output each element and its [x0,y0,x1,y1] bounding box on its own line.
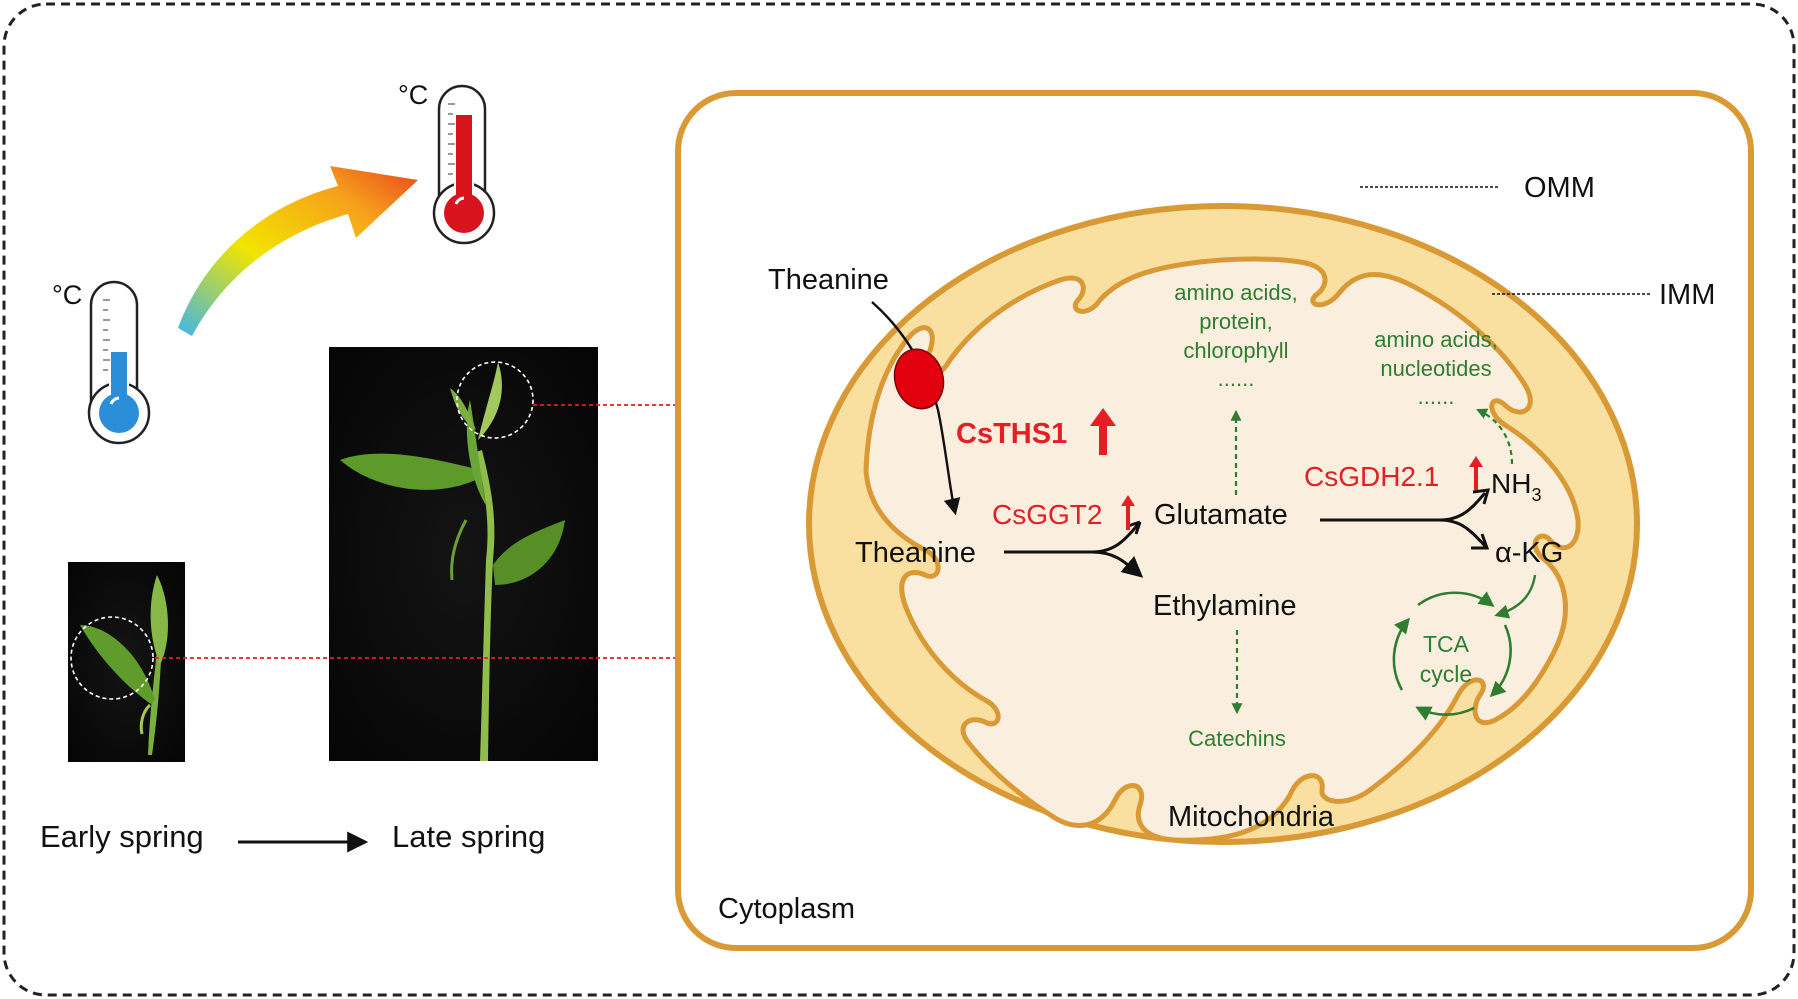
cs-gdh2-1-label: CsGDH2.1 [1304,461,1439,492]
cytoplasm-label: Cytoplasm [718,893,855,925]
nh3-subscript: 3 [1531,485,1541,505]
tca-cycle: TCA cycle [1392,591,1512,721]
cs-ths1-up-arrow [1090,408,1116,455]
akg-label: α-KG [1495,537,1563,569]
cs-ths1-transporter [893,348,945,410]
nh3-product-line: amino acids, [1374,327,1498,352]
akg-to-tca-arrow [1494,574,1537,619]
season-late-label: Late spring [392,819,545,854]
glu-product-line: protein, [1199,309,1272,334]
cs-gdh2-1-up-arrow [1469,456,1483,490]
cs-ggt2-up-arrow [1121,495,1135,530]
cs-ggt2-label: CsGGT2 [992,499,1102,530]
ggt-split-arrow [1004,521,1140,575]
nh3-product-line: ...... [1418,384,1455,409]
ethylamine-label: Ethylamine [1153,590,1296,622]
season-early-label: Early spring [40,819,204,854]
catechins-label: Catechins [1188,726,1286,751]
nh3-product-line: nucleotides [1380,356,1491,381]
tca-label-line1: TCA [1423,631,1470,657]
mitochondria-label: Mitochondria [1168,801,1335,833]
glutamate-label: Glutamate [1154,499,1288,531]
nh3-products: amino acids, nucleotides ...... [1374,327,1498,409]
thermometer-cold-icon [87,280,151,445]
glu-product-line: ...... [1218,366,1255,391]
mitochondrion-inner-membrane [863,256,1581,843]
glutamate-products: amino acids, protein, chlorophyll ...... [1174,280,1298,391]
theanine-outside-label: Theanine [768,264,889,296]
early-spring-shoot-image [68,562,185,762]
temp-unit-high: °C [398,80,428,110]
glu-product-line: chlorophyll [1183,338,1288,363]
warming-arrow [178,166,418,336]
left-panel: °C °C [40,80,676,854]
gdh-split-arrow [1320,492,1487,548]
nh3-label: NH3 [1491,468,1541,505]
omm-label: OMM [1524,172,1595,204]
late-spring-shoot-image [329,347,598,761]
glu-product-line: amino acids, [1174,280,1298,305]
theanine-inside-label: Theanine [855,537,976,569]
thermometer-hot-icon [432,84,496,245]
tca-label-line2: cycle [1420,661,1472,687]
temp-unit-low: °C [52,280,82,310]
cs-ths1-label: CsTHS1 [956,418,1067,450]
pathway: Theanine CsTHS1 Theanine CsGGT2 Glutamat… [768,264,1563,751]
nh3-main: NH [1491,468,1531,499]
theanine-import-arrow [871,301,961,516]
imm-label: IMM [1659,279,1715,311]
cell-panel: Cytoplasm OMM IMM Mitochondria [675,90,1754,951]
